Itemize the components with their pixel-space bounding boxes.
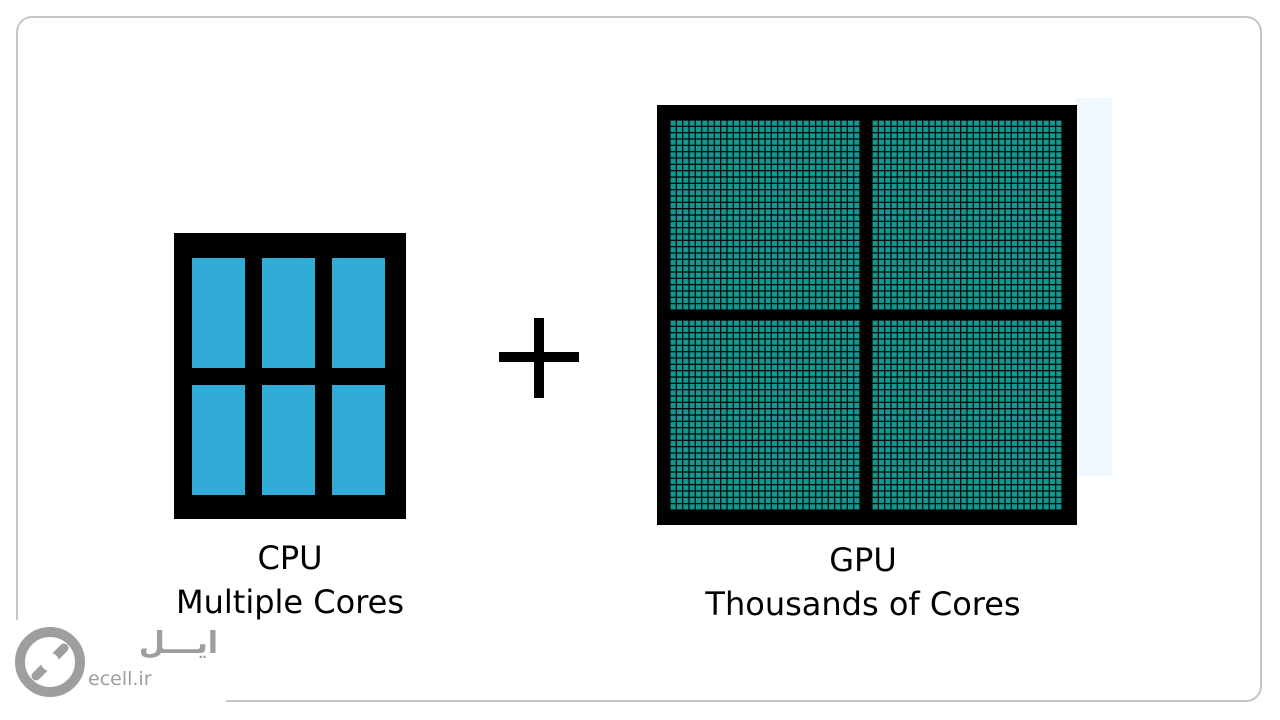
cpu-chip: [174, 233, 406, 519]
gpu-core-grid: [670, 120, 860, 310]
cpu-core: [262, 258, 315, 368]
gpu-chip: [657, 105, 1077, 525]
ecell-logo-mark-icon: [15, 627, 85, 697]
plus-icon: [499, 318, 579, 398]
cpu-core: [262, 385, 315, 495]
gpu-core-grid: [872, 120, 1062, 310]
cpu-core: [332, 385, 385, 495]
gpu-core-grid: [670, 320, 860, 510]
ecell-logo: ایـــل ecell.ir: [0, 620, 226, 706]
gpu-core-block: [872, 320, 1062, 510]
cpu-label: CPU Multiple Cores: [140, 536, 440, 624]
gpu-core-block: [872, 120, 1062, 310]
gpu-core-grid: [872, 320, 1062, 510]
cpu-title: CPU: [257, 539, 323, 577]
logo-url-text: ecell.ir: [88, 668, 152, 690]
gpu-title: GPU: [829, 541, 897, 579]
gpu-shadow: [1076, 98, 1112, 476]
gpu-core-block: [670, 320, 860, 510]
logo-persian-text: ایـــل: [138, 626, 218, 661]
gpu-subtitle: Thousands of Cores: [705, 585, 1021, 623]
cpu-core: [332, 258, 385, 368]
gpu-core-block: [670, 120, 860, 310]
gpu-label: GPU Thousands of Cores: [660, 538, 1066, 626]
cpu-core: [192, 385, 245, 495]
cpu-core: [192, 258, 245, 368]
cpu-subtitle: Multiple Cores: [175, 583, 404, 621]
